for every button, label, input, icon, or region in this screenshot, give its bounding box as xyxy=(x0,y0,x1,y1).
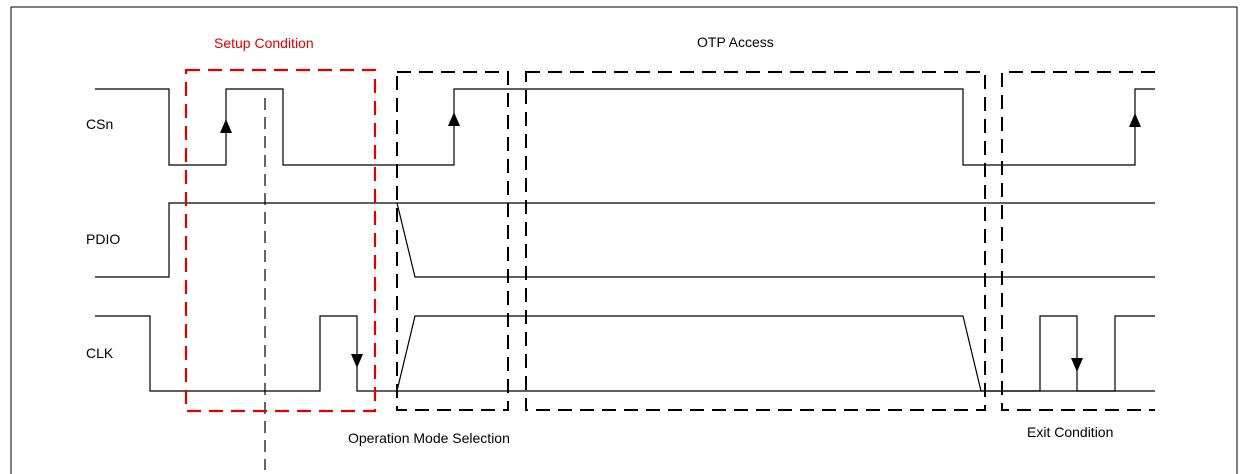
operation-mode-selection-label: Operation Mode Selection xyxy=(348,430,510,446)
clk-fall-arrow-1 xyxy=(351,354,363,368)
exit-condition-box xyxy=(1001,71,1155,411)
operation-mode-selection-box xyxy=(396,71,509,411)
signal-label-pdio: PDIO xyxy=(86,231,120,247)
otp-access-box xyxy=(525,71,986,411)
signal-label-clk: CLK xyxy=(86,345,114,361)
csn-rise-arrow-2 xyxy=(448,112,460,126)
csn-rise-arrow-3 xyxy=(1129,113,1141,127)
csn-waveform xyxy=(95,88,1155,166)
csn-rise-arrow-1 xyxy=(220,119,232,133)
signal-label-csn: CSn xyxy=(86,116,113,132)
setup-condition-label: Setup Condition xyxy=(214,35,314,51)
setup-condition-box xyxy=(184,68,377,413)
diagram-frame xyxy=(10,6,1238,474)
clk-waveform xyxy=(95,315,1155,392)
exit-condition-label: Exit Condition xyxy=(1027,424,1113,440)
otp-access-label: OTP Access xyxy=(697,34,774,50)
pdio-waveform xyxy=(95,202,1155,278)
clk-fall-arrow-2 xyxy=(1071,358,1083,372)
